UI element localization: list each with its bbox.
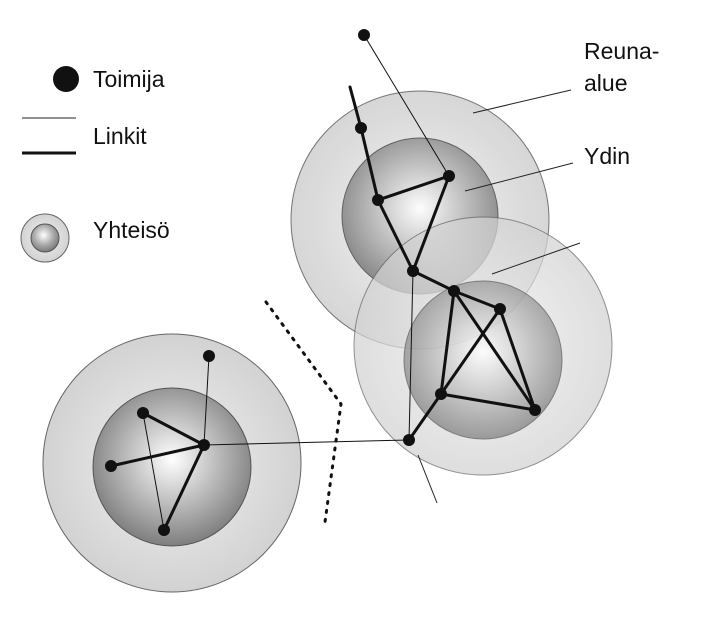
actor-nodes <box>105 29 541 536</box>
community-2-pointer-line <box>491 242 581 275</box>
actor-node <box>372 194 384 206</box>
legend-community-core <box>30 223 60 253</box>
legend-actor-node <box>53 66 79 92</box>
community-2-core <box>403 280 563 440</box>
actor-node <box>358 29 370 41</box>
actor-node <box>435 388 447 400</box>
thin-links <box>142 34 450 531</box>
legend-actor-label: Toimija <box>93 66 165 92</box>
actor-node <box>198 439 210 451</box>
actor-node <box>355 122 367 134</box>
legend-links-label: Linkit <box>93 123 147 149</box>
actor-node <box>448 285 460 297</box>
legend-community-label: Yhteisö <box>93 217 170 243</box>
core-pointer-line <box>464 162 574 192</box>
actor-node <box>105 460 117 472</box>
community-3-core <box>92 387 252 547</box>
actor-node <box>403 434 415 446</box>
community-2-bottom-pointer-line <box>417 454 438 504</box>
community-boundary-dotted <box>264 300 343 524</box>
periphery-label-line1: Reuna- <box>584 38 659 64</box>
core-label: Ydin <box>584 143 630 169</box>
actor-node <box>158 524 170 536</box>
periphery-pointer-line <box>472 89 572 114</box>
thick-links <box>109 85 537 532</box>
actor-node <box>443 170 455 182</box>
actor-node <box>203 350 215 362</box>
actor-node <box>407 265 419 277</box>
actor-node <box>137 407 149 419</box>
actor-node <box>494 303 506 315</box>
actor-node <box>529 404 541 416</box>
periphery-label-line2: alue <box>584 70 627 96</box>
